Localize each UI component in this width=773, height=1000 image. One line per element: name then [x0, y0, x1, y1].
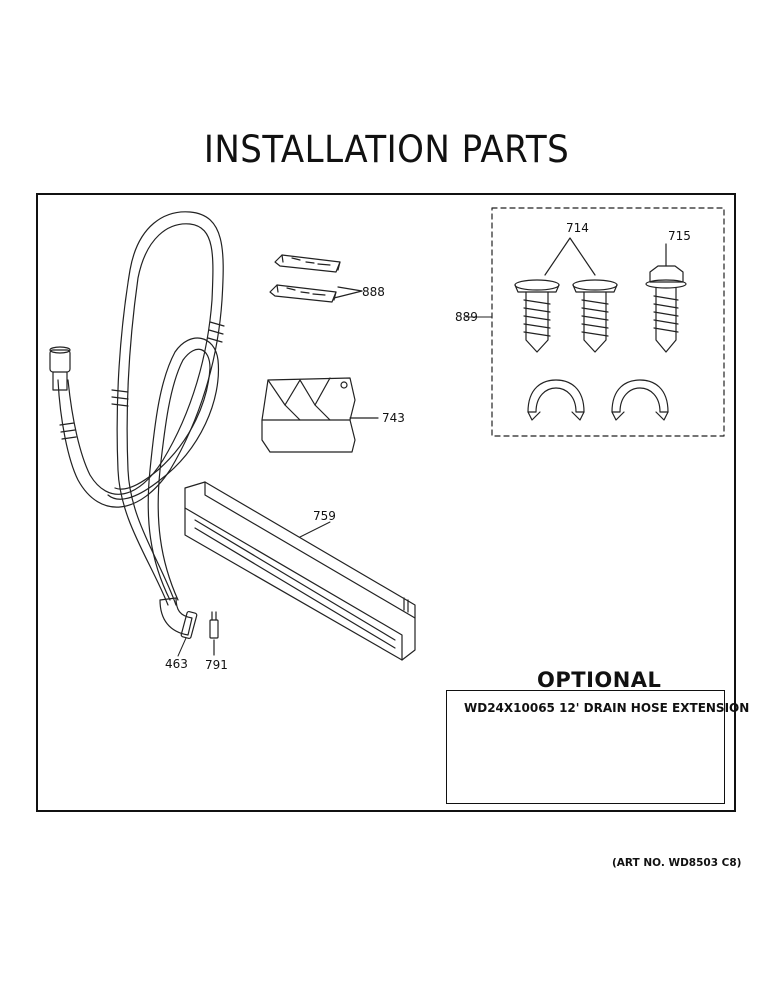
callout-743: 743	[382, 411, 405, 425]
fitting-791-drawing	[209, 611, 219, 656]
callout-759: 759	[313, 509, 336, 523]
parts-diagram-frame	[36, 193, 736, 812]
drain-hose-drawing	[49, 211, 225, 640]
callout-714: 714	[566, 221, 589, 235]
art-number: (ART NO. WD8503 C8)	[612, 857, 742, 869]
callout-889: 889	[455, 310, 478, 324]
optional-part-label: WD24X10065 12' DRAIN HOSE EXTENSION	[464, 701, 750, 715]
callout-463: 463	[165, 657, 188, 671]
callout-791: 791	[205, 658, 228, 672]
optional-part-box: WD24X10065 12' DRAIN HOSE EXTENSION	[446, 690, 749, 804]
callout-888: 888	[362, 285, 385, 299]
screw-715-drawing	[645, 243, 687, 353]
cover-743-drawing	[261, 377, 379, 453]
bracket-888-drawing	[269, 254, 363, 303]
callout-715: 715	[668, 229, 691, 243]
bar-759-drawing	[184, 481, 416, 661]
page-title: INSTALLATION PARTS	[203, 128, 570, 171]
clip-drawing	[527, 379, 669, 421]
hardware-kit-889-outline	[491, 207, 725, 437]
screw-714-drawing	[514, 237, 618, 353]
optional-heading: OPTIONAL	[537, 668, 662, 692]
